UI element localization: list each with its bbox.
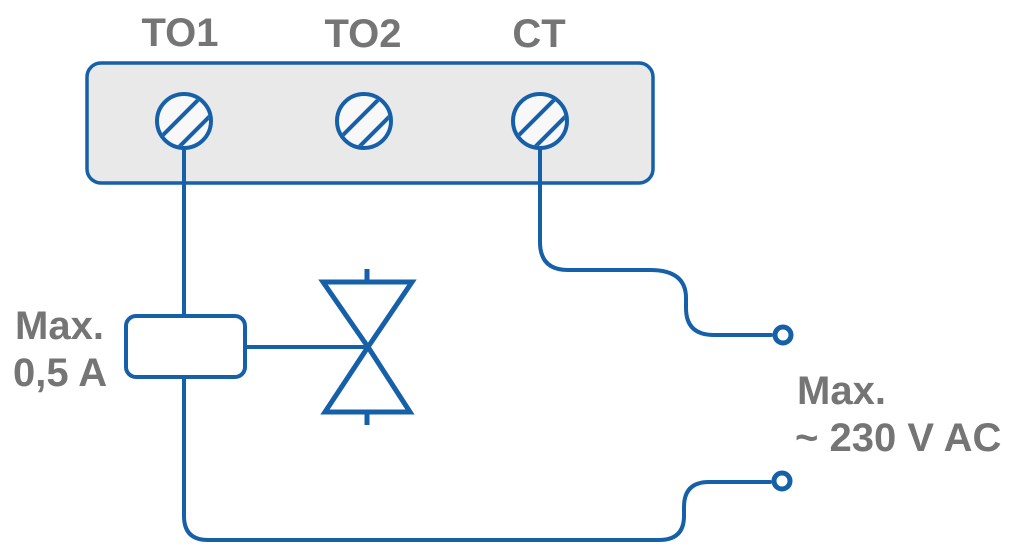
wire-to1-to-mains	[182, 146, 772, 542]
fuse-rating-label: Max. 0,5 A	[13, 304, 107, 395]
mains-label-line1: Max.	[797, 369, 886, 413]
fuse-rating-line2: 0,5 A	[13, 351, 107, 395]
terminal-label-ct: CT	[512, 12, 565, 56]
fuse-rating-line1: Max.	[15, 304, 104, 348]
terminal-label-to1: TO1	[141, 11, 218, 55]
screw-terminal-icon	[511, 92, 569, 150]
screw-terminal-icon	[335, 92, 393, 150]
wire-ct-to-mains	[538, 146, 773, 337]
mains-label: Max. ~ 230 V AC	[795, 369, 1001, 460]
mains-label-line2: ~ 230 V AC	[795, 416, 1001, 460]
terminal-label-to2: TO2	[324, 12, 401, 56]
open-connector-icon	[771, 470, 793, 492]
valve-icon	[318, 269, 417, 425]
open-connector-icon	[772, 324, 794, 346]
screw-terminal-icon	[155, 92, 213, 150]
fuse-icon	[124, 314, 247, 379]
